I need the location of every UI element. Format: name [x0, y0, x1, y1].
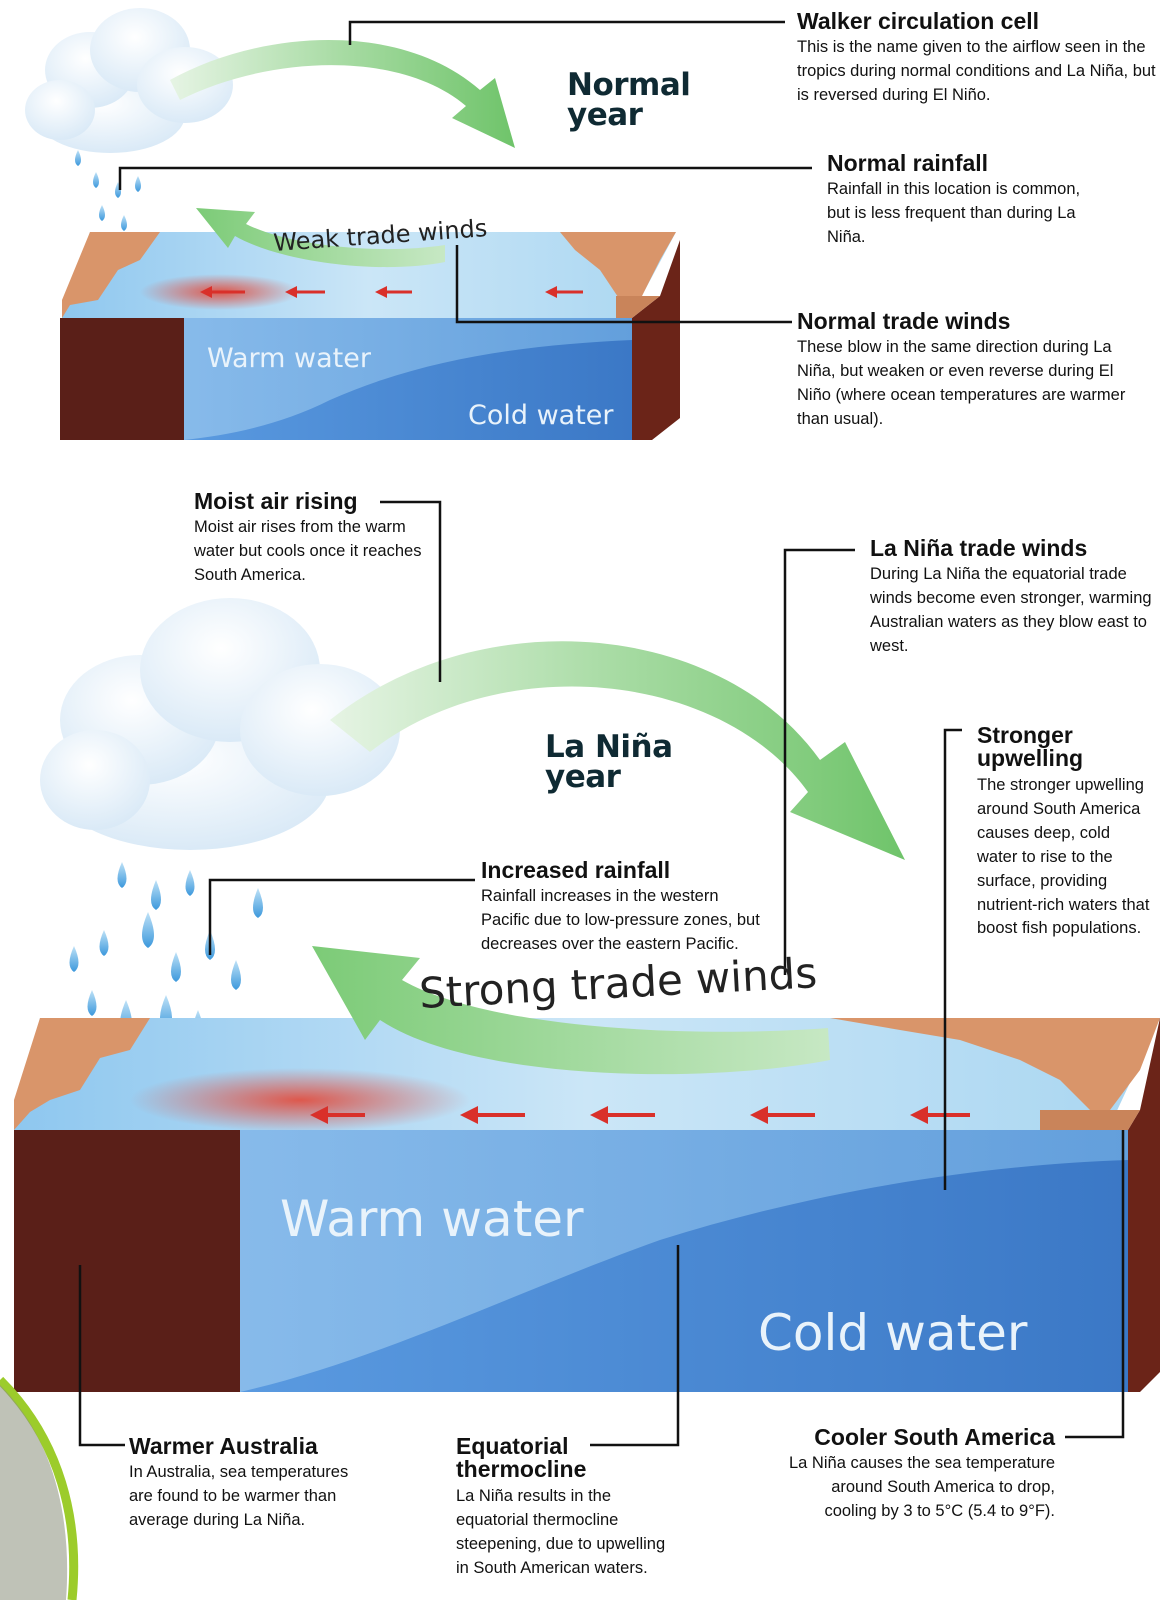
annotation-normal-rainfall: Normal rainfall Rainfall in this locatio… [827, 150, 1087, 250]
annotation-body: La Niña results in the equatorial thermo… [456, 1486, 666, 1577]
annotation-body: Rainfall increases in the western Pacifi… [481, 887, 760, 954]
annotation-la-nina-trade-winds: La Niña trade winds During La Niña the e… [870, 535, 1170, 659]
la-nina-land-west [14, 1018, 150, 1130]
annotation-title: Moist air rising [194, 488, 358, 514]
annotation-warmer-australia: Warmer Australia In Australia, sea tempe… [129, 1433, 369, 1533]
leader-upwelling [943, 728, 962, 1190]
la-nina-earth-right [1128, 1018, 1160, 1392]
normal-year-title-line1: Normal [567, 67, 691, 103]
leader-increased-rainfall [208, 878, 475, 955]
leader-normal-trade-winds [455, 245, 792, 324]
annotation-body: These blow in the same direction during … [797, 338, 1126, 429]
la-nina-panel [0, 598, 1160, 1600]
la-nina-cold-water-label: Cold water [758, 1304, 1028, 1362]
annotation-title: Equatorial thermocline [456, 1433, 587, 1483]
annotation-title: Warmer Australia [129, 1433, 318, 1459]
normal-warm-water-label: Warm water [207, 343, 371, 374]
annotation-stronger-upwelling: Stronger upwelling The stronger upwellin… [977, 722, 1152, 941]
la-nina-trade-wind-arrows [310, 1106, 970, 1124]
normal-land-right-top [616, 296, 660, 318]
normal-cold-water-label: Cold water [468, 400, 614, 431]
annotation-title: Normal trade winds [797, 308, 1011, 334]
la-nina-year-title: La Niña year [545, 729, 673, 796]
annotation-body: In Australia, sea temperatures are found… [129, 1463, 349, 1530]
la-nina-land-right-top [1040, 1110, 1140, 1130]
la-nina-walker-arrow [330, 641, 905, 860]
normal-year-title-line2: year [567, 97, 643, 134]
annotation-title: La Niña trade winds [870, 535, 1088, 561]
annotation-walker-circulation: Walker circulation cell This is the name… [797, 8, 1167, 108]
normal-land-west [62, 232, 160, 318]
annotation-title: Stronger upwelling [977, 722, 1084, 772]
annotation-body: During La Niña the equatorial trade wind… [870, 565, 1152, 656]
annotation-normal-trade-winds: Normal trade winds These blow in the sam… [797, 308, 1142, 432]
annotation-body: Rainfall in this location is common, but… [827, 180, 1081, 247]
normal-weak-wind-arrow [196, 208, 445, 268]
annotation-body: The stronger upwelling around South Amer… [977, 775, 1150, 938]
annotation-body: La Niña causes the sea temperature aroun… [789, 1454, 1055, 1521]
annotation-title: Increased rainfall [481, 857, 671, 883]
la-nina-warm-water-label: Warm water [280, 1190, 584, 1248]
corner-photo-fill [0, 1385, 68, 1600]
leader-normal-rainfall [118, 166, 812, 190]
normal-trade-wind-arrows [200, 286, 583, 298]
la-nina-year-title-line2: year [545, 759, 621, 796]
corner-accent-arc [0, 1376, 79, 1600]
la-nina-warm-layer [240, 1130, 1128, 1392]
leader-cooler-sa [1065, 1130, 1125, 1439]
la-nina-warm-glow [130, 1068, 470, 1132]
la-nina-land-east [830, 1018, 1160, 1110]
leader-walker [348, 20, 785, 45]
la-nina-earth-left [14, 1130, 240, 1392]
annotation-moist-air-rising: Moist air rising Moist air rises from th… [194, 488, 439, 588]
leader-la-nina-trade [783, 548, 855, 975]
annotation-title: Normal rainfall [827, 150, 989, 176]
annotation-body: Moist air rises from the warm water but … [194, 518, 422, 585]
normal-warm-layer [184, 318, 632, 440]
annotation-equatorial-thermocline: Equatorial thermocline La Niña results i… [456, 1433, 671, 1581]
normal-year-panel [25, 8, 680, 440]
annotation-increased-rainfall: Increased rainfall Rainfall increases in… [481, 857, 771, 957]
normal-earth-right [632, 240, 680, 440]
leader-thermocline [590, 1245, 680, 1447]
annotation-title: Cooler South America [814, 1424, 1055, 1450]
la-nina-cloud [40, 598, 400, 850]
la-nina-strong-wind-arrow [312, 946, 830, 1075]
normal-walker-arrow [170, 40, 515, 148]
annotation-title: Walker circulation cell [797, 8, 1040, 34]
leader-lines [78, 20, 1125, 1447]
annotation-body: This is the name given to the airflow se… [797, 38, 1156, 105]
leader-warmer-australia [78, 1265, 125, 1447]
normal-earth-left [60, 318, 184, 440]
normal-year-title: Normal year [567, 67, 691, 134]
leader-moist-air [380, 500, 442, 682]
la-nina-year-title-line1: La Niña [545, 729, 673, 765]
annotation-cooler-south-america: Cooler South America La Niña causes the … [785, 1424, 1055, 1524]
normal-land-east [560, 232, 676, 300]
strong-trade-winds-label: Strong trade winds [418, 948, 818, 1018]
